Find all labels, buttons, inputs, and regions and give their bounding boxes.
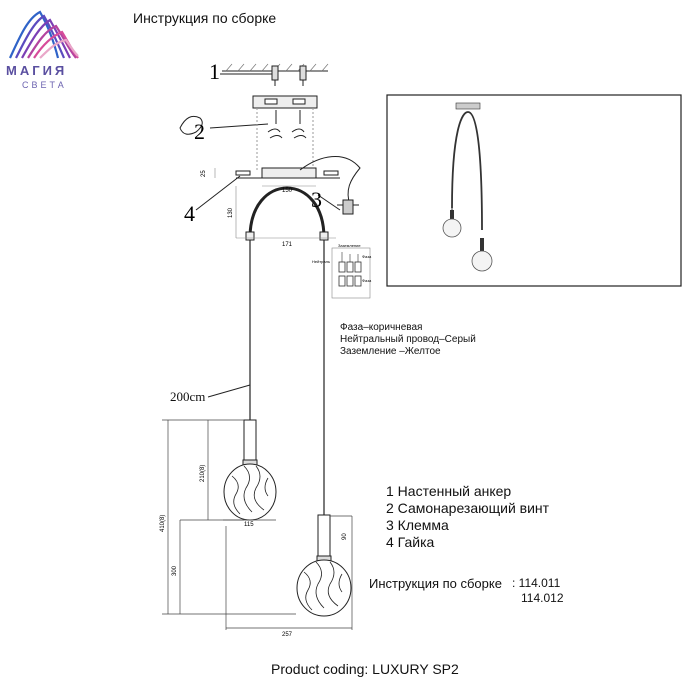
dim-410: 410(8) [160, 515, 166, 532]
product-inset [386, 94, 682, 287]
legend-item-nut: 4 Гайка [386, 534, 435, 550]
dim-257: 257 [282, 632, 293, 638]
parts-legend: 1 Настенный анкер 2 Самонарезающий винт … [386, 483, 549, 551]
terminal-label-phase-top: Фаза [362, 254, 372, 259]
instruction-code-2: 114.012 [521, 591, 564, 605]
leader-4 [195, 175, 241, 211]
terminal-diagram: Заземление Фаза Нейтраль Фаза [312, 243, 372, 299]
cable-length-leader [207, 384, 251, 398]
dimension-lines [162, 419, 353, 630]
dim-25: 25 [201, 170, 207, 177]
leader-3 [317, 194, 341, 211]
canopy-plate [261, 167, 317, 179]
callout-3: 3 [311, 187, 322, 212]
legend-item-screw: 2 Самонарезающий винт [386, 500, 550, 516]
nut-left [235, 170, 251, 176]
product-coding: Product coding: LUXURY SP2 [271, 661, 459, 677]
leader-2 [209, 123, 269, 129]
dim-150: 150 [282, 188, 293, 194]
dim-300: 300 [172, 565, 178, 576]
brand-logo-icon [8, 10, 79, 59]
wall-anchor-icon [271, 65, 307, 86]
legend-item-terminal: 3 Клемма [386, 517, 449, 533]
instruction-code-1: : 114.011 [512, 576, 561, 590]
callout-2: 2 [194, 119, 205, 144]
brand-name: МАГИЯ [6, 63, 68, 78]
page-title: Инструкция по сборке [133, 10, 277, 26]
dim-210: 210(8) [200, 465, 206, 482]
instruction-codes: : 114.011 114.012 [512, 576, 564, 606]
wiring-phase: Фаза–коричневая [340, 322, 423, 333]
instructions-label: Инструкция по сборке [369, 576, 502, 591]
wiring-ground: Заземление –Желтое [340, 346, 441, 357]
wiring-neutral: Нейтральный провод–Серый [340, 334, 476, 345]
dim-130: 130 [228, 207, 234, 218]
terminal-label-phase-bottom: Фаза [362, 278, 372, 283]
power-cable [299, 155, 361, 206]
terminal-label-neutral: Нейтраль [312, 259, 330, 264]
callout-4: 4 [184, 201, 195, 226]
pendant-lamp-1 [223, 419, 277, 521]
dim-90: 90 [342, 533, 348, 540]
wiring-notes: Фаза–коричневая Нейтральный провод–Серый… [340, 322, 476, 358]
self-tapping-screw-icon [267, 110, 307, 139]
cable-length-label: 200cm [170, 389, 206, 404]
pendant-lamp-2 [296, 514, 352, 617]
mounting-bracket [252, 95, 318, 109]
terminal-label-ground: Заземление [338, 243, 361, 248]
brand-tagline: СВЕТА [22, 80, 67, 90]
screw-outline-shape [179, 115, 203, 135]
arch-frame [248, 186, 326, 239]
dim-171: 171 [282, 242, 293, 248]
terminal-block-icon [337, 199, 359, 215]
nut-right [323, 170, 339, 176]
ceiling-hatch [225, 63, 329, 72]
dim-115: 115 [244, 522, 254, 528]
callout-1: 1 [209, 59, 220, 84]
legend-item-anchor: 1 Настенный анкер [386, 483, 512, 499]
